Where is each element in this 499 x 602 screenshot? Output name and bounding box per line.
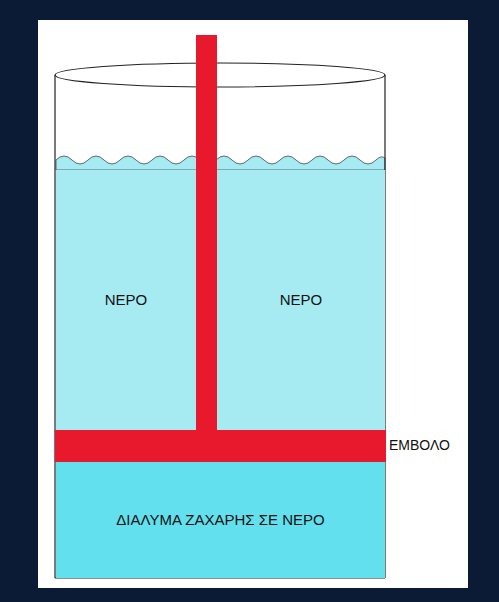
solution-region: ΔΙΑΛΥΜΑ ΖΑΧΑΡΗΣ ΣΕ ΝΕΡΟ	[56, 462, 385, 578]
water-region: ΝΕΡΟ	[56, 170, 196, 430]
piston	[55, 430, 386, 462]
solution-fill	[56, 462, 385, 578]
cylinder-rim	[55, 63, 385, 87]
region-label: ΝΕΡΟ	[280, 291, 323, 309]
white-panel	[38, 20, 468, 588]
part-label: ΕΜΒΟΛΟ	[389, 437, 450, 453]
water-surface	[56, 156, 385, 170]
piston-rod	[196, 35, 217, 435]
region-label: ΝΕΡΟ	[105, 291, 148, 309]
region-label: ΔΙΑΛΥΜΑ ΖΑΧΑΡΗΣ ΣΕ ΝΕΡΟ	[116, 511, 324, 529]
water-region: ΝΕΡΟ	[217, 170, 385, 430]
water-fill	[56, 165, 385, 431]
